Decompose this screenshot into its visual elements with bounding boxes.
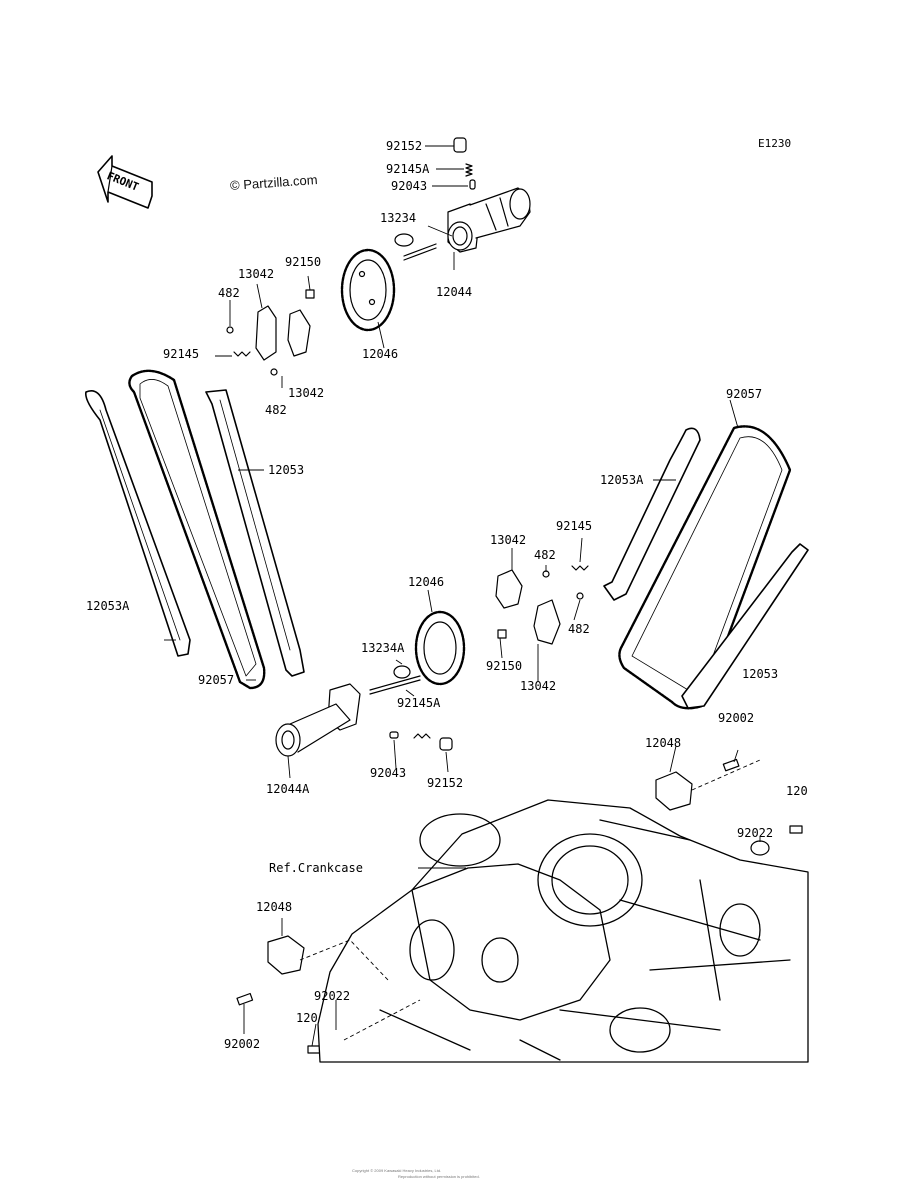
bolt-92150-lower: [497, 629, 507, 639]
label-92022-left: 92022: [314, 989, 351, 1003]
part-13042-lower-2: [533, 599, 561, 645]
crankcase: [317, 799, 809, 1063]
tensioner-12048-right: [655, 771, 693, 811]
label-482-upper-1: 482: [218, 286, 240, 300]
label-12048-right: 12048: [645, 736, 682, 750]
label-92057-right: 92057: [726, 387, 763, 401]
label-12053a-left: 12053A: [86, 599, 130, 613]
label-92145a-upper: 92145A: [386, 162, 430, 176]
label-92043-lower: 92043: [370, 766, 407, 780]
label-92057-left: 92057: [198, 673, 235, 687]
washer-13234: [394, 233, 414, 247]
label-482-upper-2: 482: [265, 403, 287, 417]
spring-92145-upper: [233, 351, 251, 357]
label-92002-left: 92002: [224, 1037, 261, 1051]
footer-line-2: Reproduction without permission is prohi…: [398, 1174, 480, 1179]
lower-camshaft: [275, 683, 361, 757]
label-12044: 12044: [436, 285, 473, 299]
label-13042-lower-1: 13042: [490, 533, 527, 547]
upper-camshaft: [447, 187, 531, 253]
label-13234a: 13234A: [361, 641, 405, 655]
label-92002-right: 92002: [718, 711, 755, 725]
right-chain-guide-12053a: [603, 427, 701, 601]
bolt-92150-upper: [305, 289, 315, 299]
bolt-92002-right: [722, 758, 740, 772]
spring-92145-lower: [571, 565, 589, 571]
front-arrow-icon: [97, 155, 153, 209]
part-482-upper-2: [270, 368, 278, 376]
upper-sprocket: [340, 248, 396, 332]
left-timing-chain-92057: [128, 369, 266, 690]
label-120-right: 120: [786, 784, 808, 798]
right-chain-tensioner-12053: [681, 543, 809, 709]
part-92152-upper: [453, 137, 467, 153]
label-12053-left: 12053: [268, 463, 305, 477]
label-12044a: 12044A: [266, 782, 310, 796]
label-ref-crankcase: Ref.Crankcase: [269, 861, 363, 875]
part-482-lower-2: [576, 592, 584, 600]
label-92152-upper: 92152: [386, 139, 423, 153]
label-92145-lower: 92145: [556, 519, 593, 533]
label-13234: 13234: [380, 211, 417, 225]
left-chain-guide-12053a: [84, 390, 191, 657]
pin-13234a: [369, 675, 421, 695]
label-13042-upper-2: 13042: [288, 386, 325, 400]
washer-13234a: [393, 665, 411, 679]
diagram-code: E1230: [758, 137, 792, 150]
label-92150-lower: 92150: [486, 659, 523, 673]
leader-lines: [164, 145, 761, 1047]
bolt-120-right: [789, 825, 803, 834]
label-12046-lower: 12046: [408, 575, 445, 589]
label-13042-upper-1: 13042: [238, 267, 275, 281]
part-92043-upper: [469, 179, 476, 190]
tensioner-12048-left: [267, 935, 305, 975]
label-92152-lower: 92152: [427, 776, 464, 790]
label-12053-right: 12053: [742, 667, 779, 681]
label-120-left: 120: [296, 1011, 318, 1025]
washer-92022-right: [750, 840, 770, 856]
label-92043-upper: 92043: [391, 179, 428, 193]
pin-13234: [403, 243, 437, 261]
bolt-120-left: [307, 1045, 321, 1054]
part-92043-lower: [389, 731, 399, 739]
spring-92145a-lower: [413, 733, 431, 739]
label-12046-upper: 12046: [362, 347, 399, 361]
label-12053a-right: 12053A: [600, 473, 644, 487]
label-13042-lower-2: 13042: [520, 679, 557, 693]
label-92145-upper: 92145: [163, 347, 200, 361]
label-482-lower-1: 482: [534, 548, 556, 562]
spring-92145a-upper: [465, 163, 473, 177]
part-13042-lower-1: [495, 569, 523, 609]
part-92152-lower: [439, 737, 453, 751]
left-chain-tensioner-12053: [205, 389, 305, 677]
label-92150-upper: 92150: [285, 255, 322, 269]
left-chain-guide-12053a-inner: [99, 409, 181, 641]
part-13042-upper-1: [255, 305, 277, 361]
bolt-92002-left: [236, 992, 254, 1006]
label-92145a-lower: 92145A: [397, 696, 441, 710]
part-13042-upper-2: [287, 309, 311, 357]
label-12048-left: 12048: [256, 900, 293, 914]
label-482-lower-2: 482: [568, 622, 590, 636]
footer-line-1: Copyright © 2009 Kawasaki Heavy Industri…: [352, 1168, 442, 1173]
lower-sprocket: [414, 610, 466, 686]
part-482-upper-1: [226, 326, 234, 334]
right-timing-chain-92057: [618, 425, 792, 710]
label-92022-right: 92022: [737, 826, 774, 840]
